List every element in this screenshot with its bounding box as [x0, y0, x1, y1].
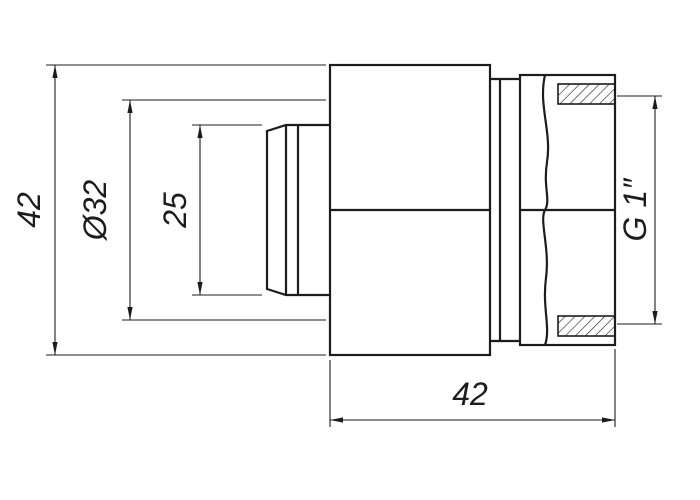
dim-label-overall-length: 42 [452, 376, 488, 412]
arrow-right-icon [602, 417, 615, 423]
arrow-down-icon [652, 311, 658, 324]
dim-diameter: Ø32 [77, 99, 326, 321]
dim-thread: G 1″ [617, 95, 662, 325]
arrow-up-icon [127, 100, 133, 113]
arrow-down-icon [197, 282, 203, 295]
dim-label-socket: 25 [157, 192, 193, 229]
arrow-up-icon [52, 65, 58, 78]
hatch-top [557, 83, 616, 105]
hatch-bottom [557, 315, 616, 337]
arrow-up-icon [197, 125, 203, 138]
arrow-down-icon [52, 342, 58, 355]
dim-overall-height: 42 [11, 64, 326, 356]
arrow-up-icon [652, 96, 658, 109]
fitting-outline [265, 63, 617, 357]
break-line [541, 74, 550, 346]
arrow-left-icon [330, 417, 343, 423]
dim-label-overall-height: 42 [11, 192, 47, 228]
dim-label-diameter: Ø32 [77, 180, 113, 242]
fitting-spigot [265, 123, 330, 297]
dim-socket: 25 [157, 124, 262, 296]
dim-label-thread: G 1″ [617, 177, 653, 242]
arrow-down-icon [127, 307, 133, 320]
dim-overall-length: 42 [329, 349, 616, 427]
